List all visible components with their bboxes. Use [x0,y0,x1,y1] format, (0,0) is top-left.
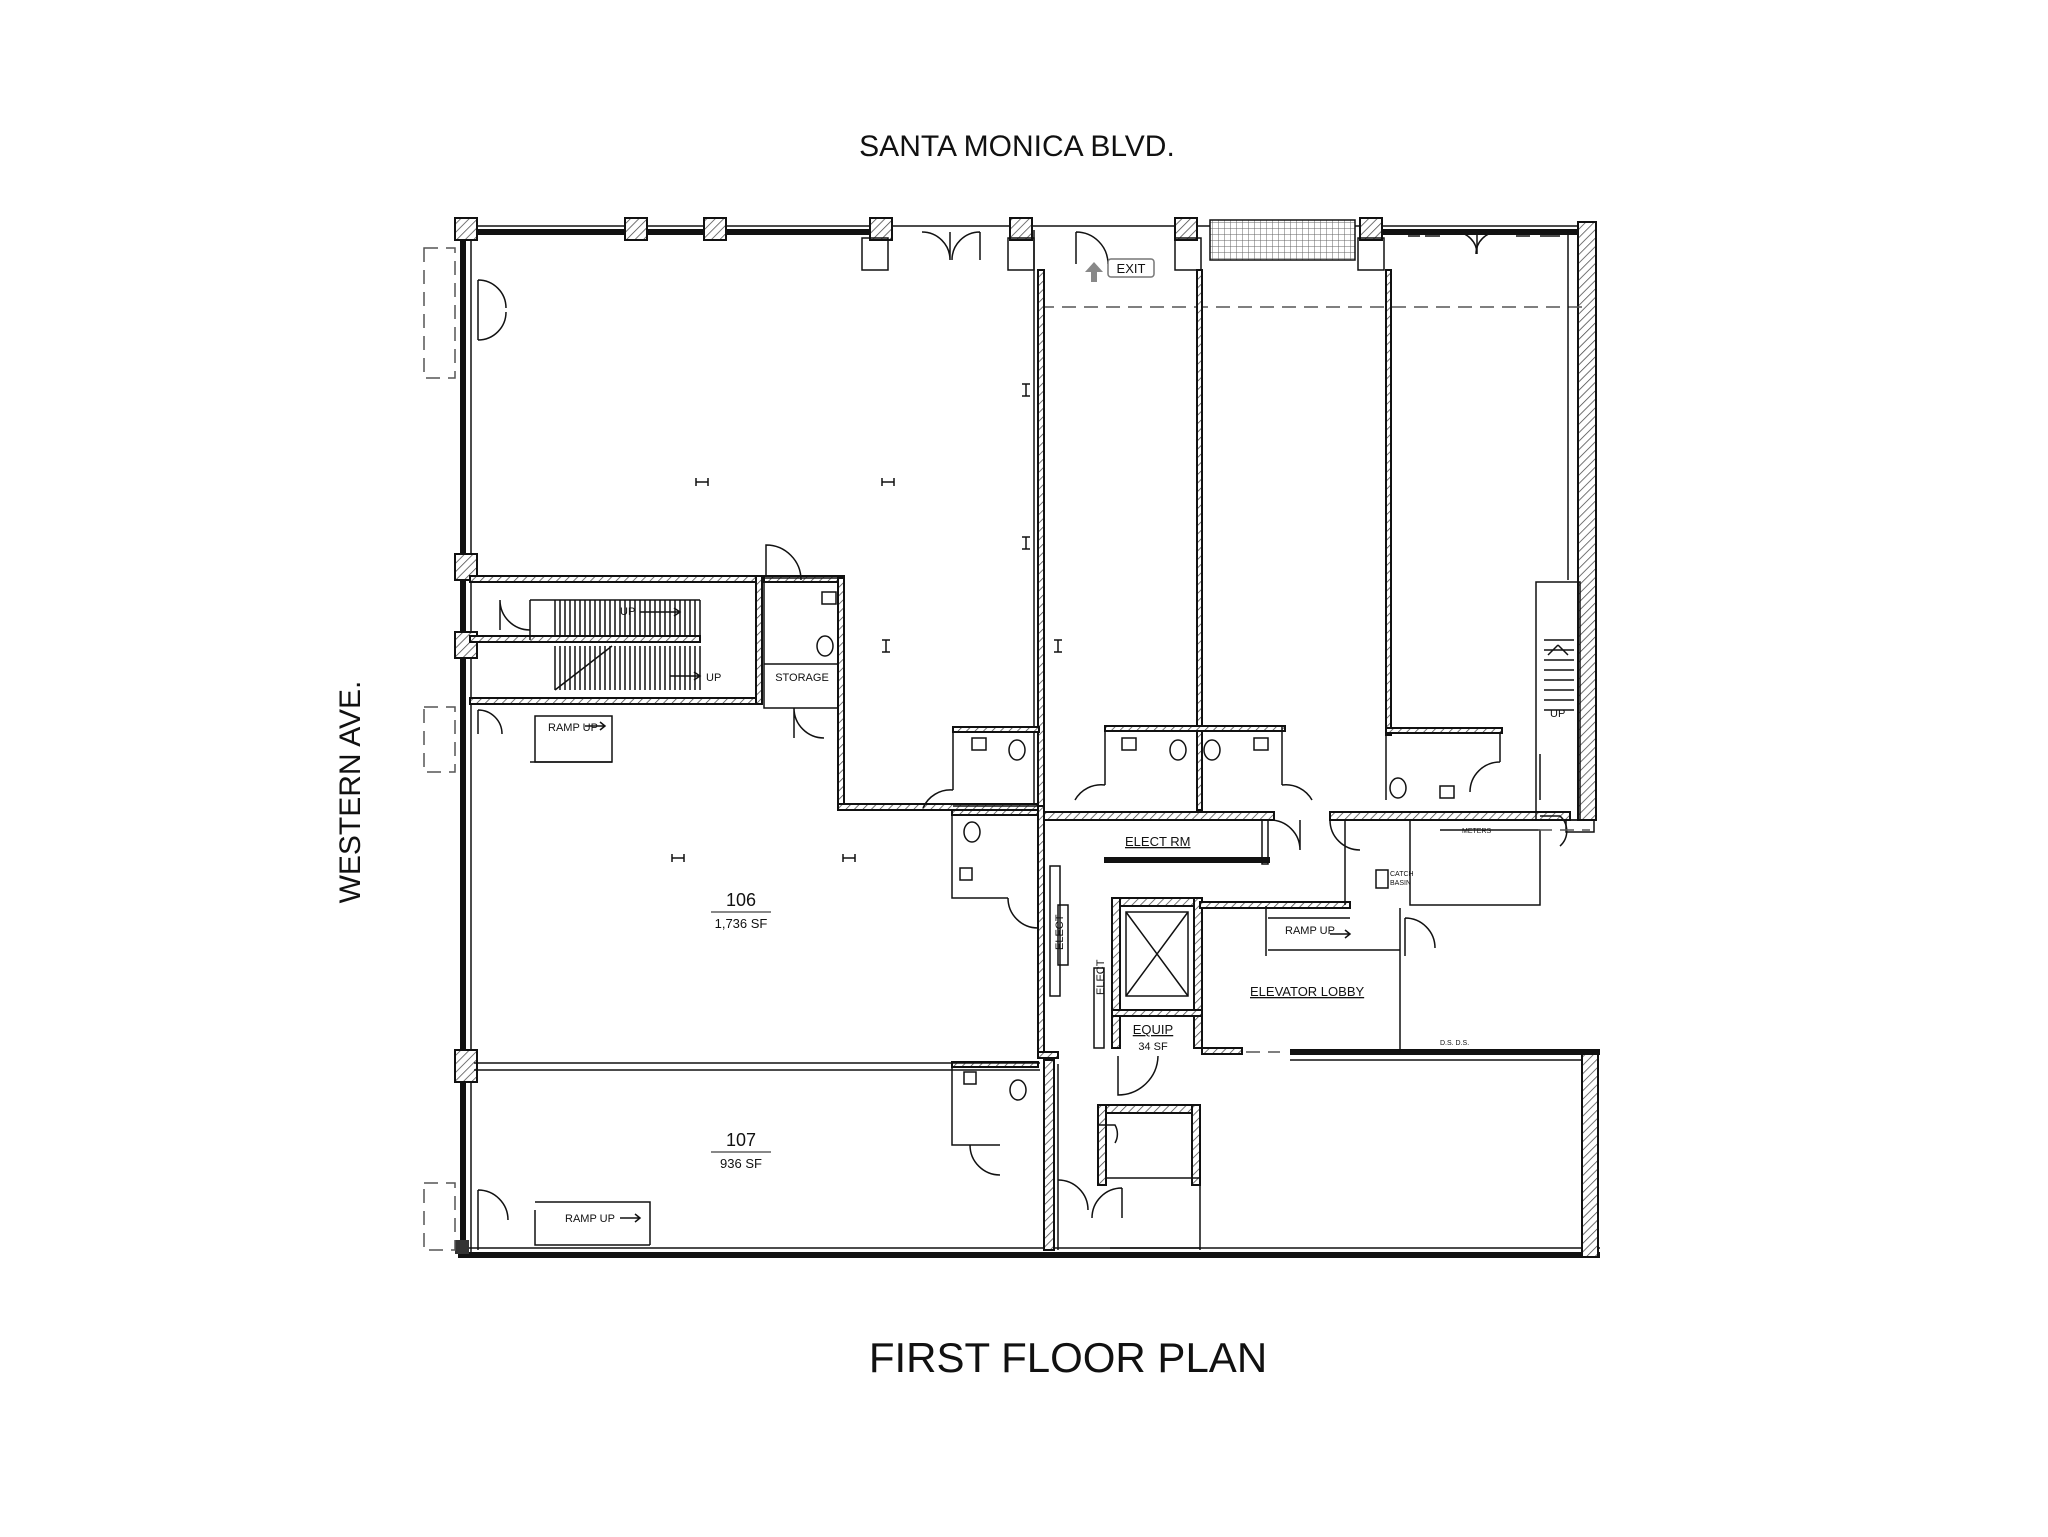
street-label-west: WESTERN AVE. [334,681,367,904]
storage-label: STORAGE [775,672,829,684]
storage-area: STORAGE [763,544,1039,811]
catch-basin-label-1: CATCH [1390,871,1414,878]
east-stair: UP [1535,581,1581,821]
elect-rm-label: ELECT RM [1125,834,1191,849]
ramp-up-label-lobby: RAMP UP [1285,925,1335,937]
room-107: 107 936 SF [711,1130,771,1171]
street-label-north: SANTA MONICA BLVD. [859,130,1175,163]
room-106-area: 1,736 SF [715,916,768,931]
stair-up-label-2: UP [706,672,721,684]
interior-walls: ELECT RM ELECT ELECT EQUIP 34 SF RAMP UP… [474,805,1595,1251]
room-107-number: 107 [726,1130,756,1150]
ramp-107: RAMP UP [534,1201,651,1246]
room-106: 106 1,736 SF [711,890,771,931]
exterior-walls [458,221,1600,1258]
catch-basin-label-2: BASIN [1390,880,1411,887]
exit-sign: EXIT [1085,258,1155,282]
restrooms [922,725,1503,1176]
equip-area: 34 SF [1138,1041,1168,1053]
elect-label-1: ELECT [1054,914,1066,950]
exit-label: EXIT [1117,261,1146,276]
elect-label-2: ELECT [1095,959,1107,995]
columns [454,217,1385,1254]
equip-name: EQUIP [1133,1022,1173,1037]
storefront-doors [921,231,1560,265]
west-stair: UP UP [423,247,763,1251]
room-107-area: 936 SF [720,1156,762,1171]
plan-title: FIRST FLOOR PLAN [869,1334,1267,1381]
downspout-label: D.S. D.S. [1440,1040,1469,1047]
ramp-up-label-2: RAMP UP [565,1213,615,1225]
room-106-number: 106 [726,890,756,910]
column-markers [671,383,1062,862]
meters-label: METERS [1462,828,1492,835]
stair-up-label-east: UP [1550,708,1565,720]
stair-up-label-1: UP [620,606,635,618]
elevator-lobby-label: ELEVATOR LOBBY [1250,984,1364,999]
ramp-west: RAMP UP [530,715,613,763]
ramp-up-label-1: RAMP UP [548,722,598,734]
tenant-bays [1033,230,1590,811]
